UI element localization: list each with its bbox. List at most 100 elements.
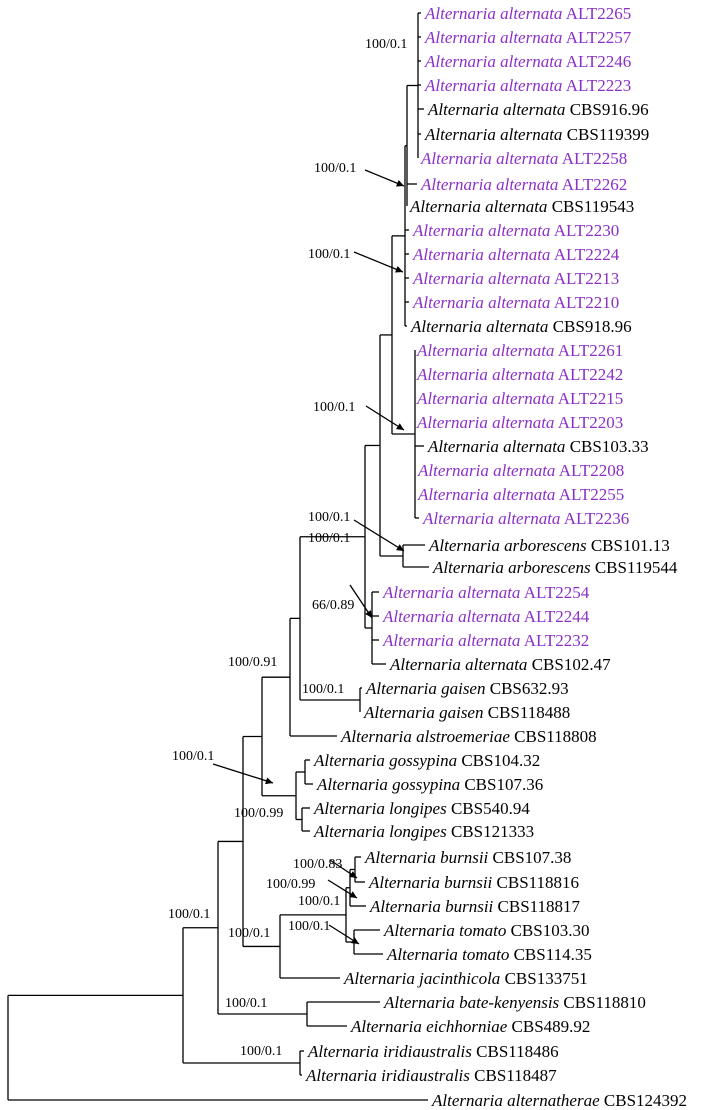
taxon-strain: CBS119399 xyxy=(567,125,650,144)
taxon-strain: CBS118816 xyxy=(497,873,580,892)
taxon-strain: ALT2242 xyxy=(558,365,624,384)
taxon-label: Alternaria iridiaustralis CBS118486 xyxy=(307,1042,559,1061)
taxon-genus: Alternaria xyxy=(369,897,441,916)
taxon-label: Alternaria alternata ALT2244 xyxy=(382,607,590,626)
taxon-species: eichhorniae xyxy=(426,1017,508,1036)
support-value: 100/0.1 xyxy=(308,247,350,262)
taxon-label: Alternaria alternata ALT2261 xyxy=(416,341,623,360)
support-arrow xyxy=(212,763,274,784)
taxon-genus: Alternaria xyxy=(412,293,484,312)
taxon-strain: ALT2215 xyxy=(558,389,624,408)
taxon-strain: CBS918.96 xyxy=(553,317,632,336)
taxon-genus: Alternaria xyxy=(382,583,454,602)
taxon-label: Alternaria tomato CBS103.30 xyxy=(383,921,589,940)
taxon-strain: ALT2261 xyxy=(558,341,624,360)
taxon-species: arborescens xyxy=(504,536,587,555)
taxon-genus: Alternaria xyxy=(424,4,496,23)
support-value: 66/0.89 xyxy=(312,598,354,613)
taxon-strain: ALT2236 xyxy=(564,509,630,528)
support-value: 100/0.91 xyxy=(228,655,277,670)
taxon-strain: CBS107.38 xyxy=(493,848,572,867)
support-value: 100/0.1 xyxy=(240,1044,282,1059)
taxon-species: bate-kenyensis xyxy=(459,993,559,1012)
taxon-species: alternata xyxy=(492,389,554,408)
taxon-genus: Alternaria xyxy=(424,28,496,47)
taxon-species: alternata xyxy=(488,269,550,288)
taxon-genus: Alternaria xyxy=(420,149,492,168)
support-value: 100/0.1 xyxy=(228,926,270,941)
taxon-label: Alternaria alternata ALT2254 xyxy=(382,583,590,602)
taxon-genus: Alternaria xyxy=(382,631,454,650)
taxon-genus: Alternaria xyxy=(427,100,499,119)
taxon-species: arborescens xyxy=(508,558,591,577)
taxon-species: alternata xyxy=(458,607,520,626)
taxon-species: gaisen xyxy=(439,703,483,722)
taxon-species: iridiaustralis xyxy=(381,1066,470,1085)
taxon-label: Alternaria alternata ALT2236 xyxy=(422,509,629,528)
taxon-label: Alternaria bate-kenyensis CBS118810 xyxy=(383,993,646,1012)
taxon-species: burnsii xyxy=(444,873,492,892)
taxon-species: alternata xyxy=(498,509,560,528)
taxon-species: alternata xyxy=(503,100,565,119)
taxon-genus: Alternaria xyxy=(416,341,488,360)
taxon-species: alstroemeriae xyxy=(416,727,510,746)
support-arrow xyxy=(353,519,405,552)
taxon-species: alternata xyxy=(492,413,554,432)
support-value: 100/0.1 xyxy=(308,510,350,525)
taxon-strain: ALT2257 xyxy=(566,28,632,47)
taxon-label: Alternaria gaisen CBS118488 xyxy=(363,703,570,722)
taxon-label: Alternaria alternata ALT2265 xyxy=(424,4,631,23)
taxon-genus: Alternaria xyxy=(417,485,489,504)
tree-branches xyxy=(7,12,429,1101)
taxon-label: Alternaria alternata CBS119399 xyxy=(424,125,649,144)
taxon-strain: ALT2224 xyxy=(554,245,620,264)
taxon-genus: Alternaria xyxy=(313,822,385,841)
taxon-strain: CBS133751 xyxy=(505,969,588,988)
support-value: 100/0.1 xyxy=(313,400,355,415)
taxon-strain: CBS118808 xyxy=(514,727,597,746)
arrow-head xyxy=(349,891,357,898)
taxon-genus: Alternaria xyxy=(313,751,385,770)
taxon-label: Alternaria alternata ALT2215 xyxy=(416,389,623,408)
taxon-species: tomato xyxy=(462,945,509,964)
taxon-strain: CBS632.93 xyxy=(490,679,569,698)
taxon-genus: Alternaria xyxy=(417,461,489,480)
taxon-strain: CBS107.36 xyxy=(464,775,543,794)
taxon-label: Alternaria alternata CBS916.96 xyxy=(427,100,649,119)
taxon-genus: Alternaria xyxy=(383,921,455,940)
taxon-label: Alternaria alternata ALT2224 xyxy=(412,245,620,264)
taxon-species: alternata xyxy=(465,655,527,674)
taxon-label: Alternaria alternata ALT2257 xyxy=(424,28,632,47)
taxon-strain: ALT2210 xyxy=(554,293,620,312)
taxon-strain: CBS119543 xyxy=(552,197,635,216)
taxon-genus: Alternaria xyxy=(364,848,436,867)
taxon-genus: Alternaria xyxy=(427,437,499,456)
arrow-head xyxy=(349,871,357,878)
taxon-strain: CBS118486 xyxy=(476,1042,559,1061)
taxon-genus: Alternaria xyxy=(307,1042,379,1061)
taxon-species: burnsii xyxy=(445,897,493,916)
taxon-genus: Alternaria xyxy=(432,558,504,577)
taxon-strain: ALT2255 xyxy=(559,485,625,504)
arrow-head xyxy=(396,544,404,551)
taxon-genus: Alternaria xyxy=(386,945,458,964)
taxon-species: alternata xyxy=(500,28,562,47)
taxon-genus: Alternaria xyxy=(368,873,440,892)
taxon-label: Alternaria gossypina CBS107.36 xyxy=(316,775,543,794)
taxon-genus: Alternaria xyxy=(382,607,454,626)
taxon-label: Alternaria alternata CBS102.47 xyxy=(389,655,611,674)
support-value: 100/0.1 xyxy=(168,907,210,922)
taxon-label: Alternaria alternata ALT2208 xyxy=(417,461,624,480)
taxon-strain: ALT2230 xyxy=(554,221,620,240)
taxon-strain: ALT2232 xyxy=(524,631,590,650)
taxon-strain: ALT2246 xyxy=(566,52,632,71)
taxon-species: alternata xyxy=(503,437,565,456)
taxon-genus: Alternaria xyxy=(340,727,412,746)
taxon-label: Alternaria alternata ALT2246 xyxy=(424,52,631,71)
taxon-label: Alternaria arborescens CBS101.13 xyxy=(428,536,670,555)
taxon-species: alternata xyxy=(496,175,558,194)
taxon-species: alternata xyxy=(500,76,562,95)
taxon-label: Alternaria iridiaustralis CBS118487 xyxy=(305,1066,557,1085)
taxon-strain: CBS104.32 xyxy=(461,751,540,770)
